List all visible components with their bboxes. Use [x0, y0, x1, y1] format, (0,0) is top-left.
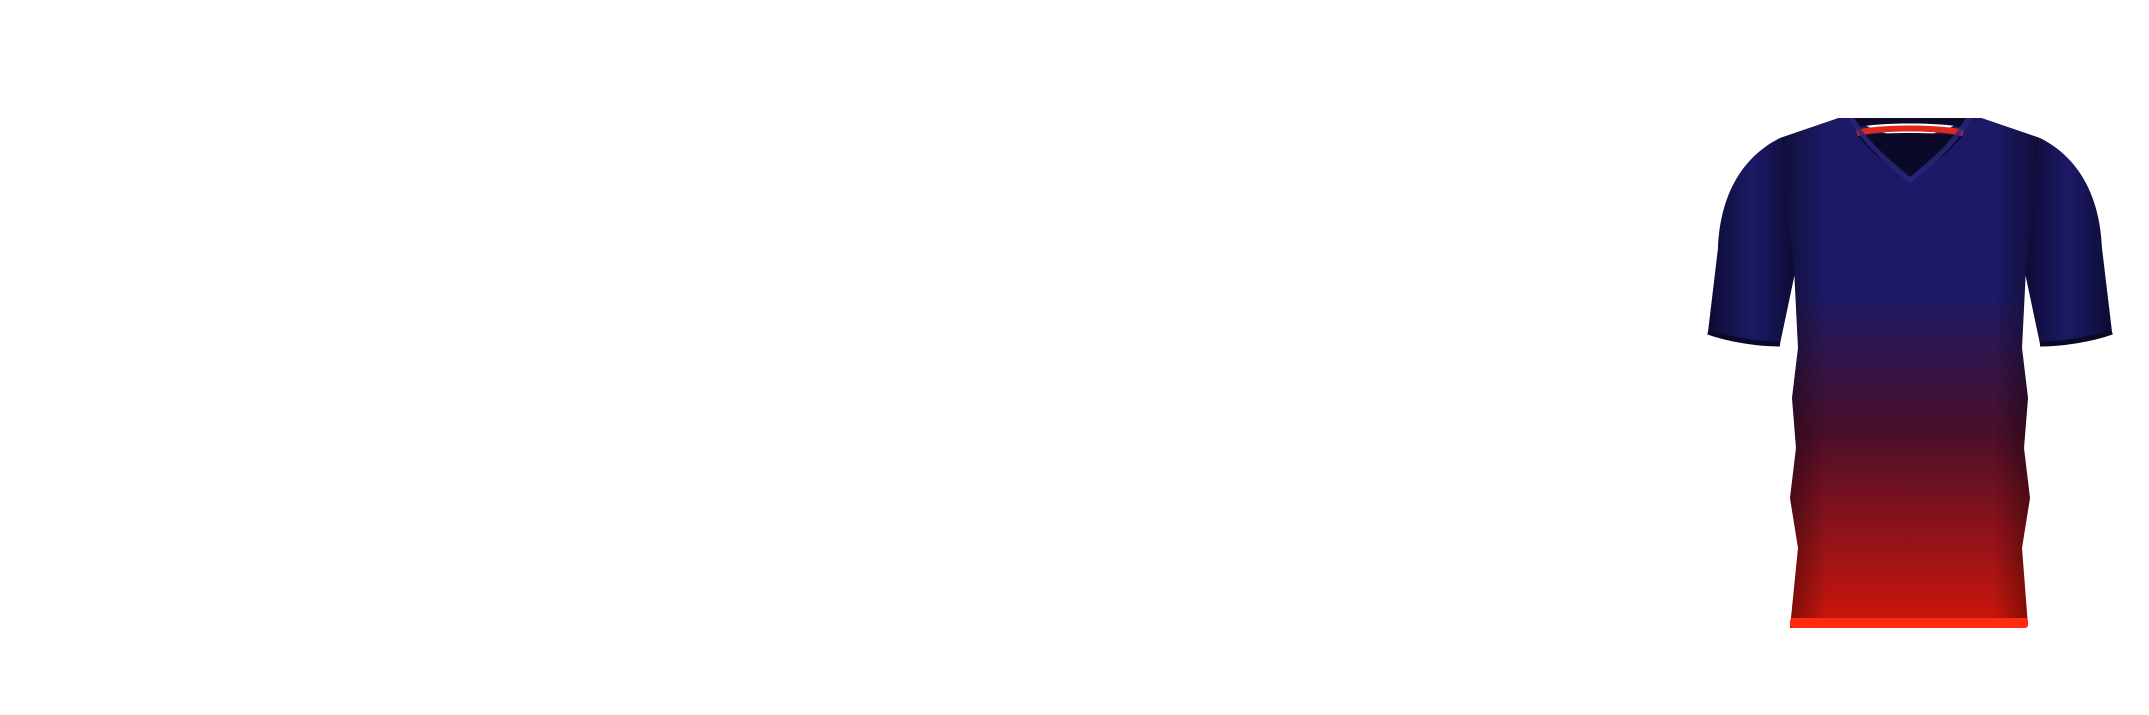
- right-sleeve: [2024, 138, 2112, 344]
- collar-back: [1851, 118, 1969, 128]
- v-neck-jersey-icon: [1707, 118, 2113, 628]
- jersey-image: [1700, 118, 2120, 648]
- v-neck-opening: [1858, 133, 1962, 178]
- v-neck-edge: [1849, 118, 1971, 184]
- bottom-hem: [1790, 618, 2028, 628]
- left-sleeve: [1708, 138, 1796, 344]
- collar-trim: [1856, 125, 1964, 136]
